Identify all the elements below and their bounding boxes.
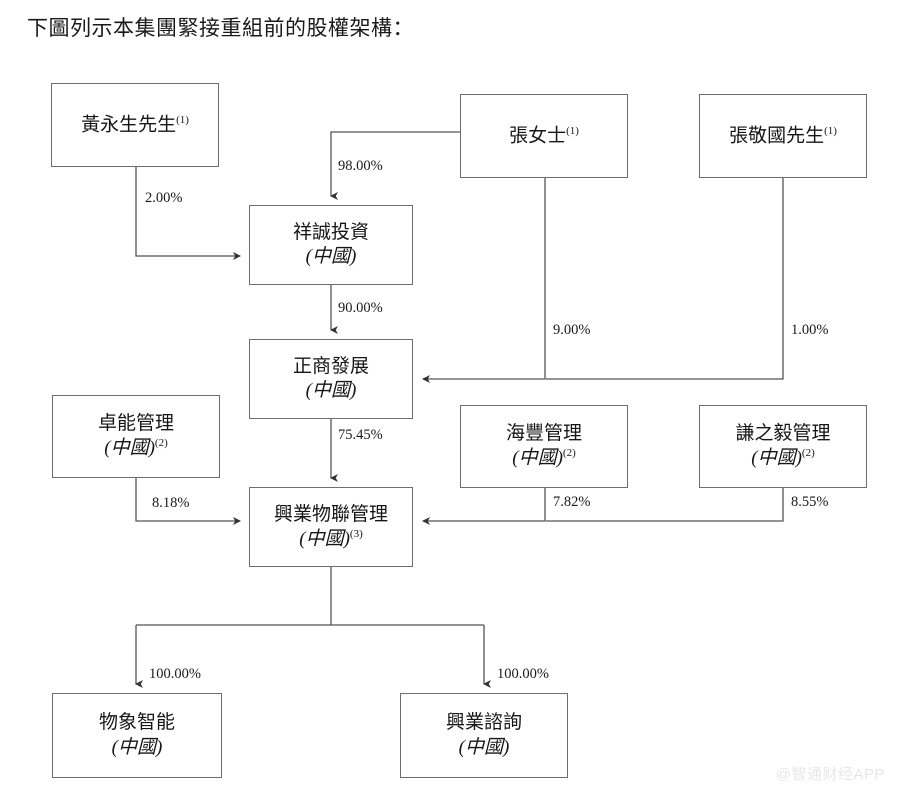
footnote-marker: (1) xyxy=(824,124,837,137)
edge-label-zhuoneng-to-xingye: 8.18% xyxy=(152,495,190,511)
connector-huang-to-xiangcheng xyxy=(135,167,241,260)
node-haifeng-management[interactable]: 海豐管理 (中國)(2) xyxy=(460,405,628,488)
edge-label-zhangms-to-zhengshang: 9.00% xyxy=(553,322,591,338)
node-sublabel: (中國) xyxy=(458,736,510,758)
connector-haifeng-to-xingye xyxy=(422,488,546,525)
node-label: 興業諮詢 xyxy=(445,712,522,734)
footnote-marker: (2) xyxy=(154,437,168,450)
node-label: 物象智能 xyxy=(98,712,175,734)
node-label: 張敬國先生(1) xyxy=(729,124,837,146)
edge-label-zhangms-to-xiangcheng: 98.00% xyxy=(338,158,383,174)
node-label: 祥誠投資 xyxy=(292,221,369,243)
node-sublabel: (中國)(3) xyxy=(299,527,363,550)
footnote-marker: (3) xyxy=(349,527,363,540)
edge-label-zhengshang-to-xingye: 75.45% xyxy=(338,427,383,443)
footnote-marker: (1) xyxy=(566,124,579,137)
node-xingye-wulian-management[interactable]: 興業物聯管理 (中國)(3) xyxy=(249,487,413,567)
edge-label-qianzhiyi-to-xingye: 8.55% xyxy=(791,494,829,510)
node-wuxiang-intelligence[interactable]: 物象智能 (中國) xyxy=(52,693,222,778)
node-zhengshang-development[interactable]: 正商發展 (中國) xyxy=(249,339,413,419)
node-huang-yongsheng[interactable]: 黃永生先生(1) xyxy=(51,83,219,167)
page-title: 下圖列示本集團緊接重組前的股權架構： xyxy=(27,16,414,40)
node-label: 黃永生先生(1) xyxy=(81,113,189,135)
node-sublabel: (中國)(2) xyxy=(751,447,815,469)
edge-label-huang-to-xiangcheng: 2.00% xyxy=(145,190,183,206)
watermark: @智通财经APP xyxy=(775,766,885,783)
edge-label-xingye-to-wuxiang: 100.00% xyxy=(149,666,201,682)
node-sublabel: (中國) xyxy=(305,380,357,401)
footnote-marker: (2) xyxy=(801,447,815,460)
footnote-marker: (2) xyxy=(562,447,576,460)
node-sublabel: (中國) xyxy=(305,246,357,267)
edge-label-zhangjg-to-zhengshang: 1.00% xyxy=(791,322,829,338)
node-xingye-consulting[interactable]: 興業諮詢 (中國) xyxy=(400,693,568,778)
node-qianzhiyi-management[interactable]: 謙之毅管理 (中國)(2) xyxy=(699,405,867,488)
edge-label-xiangcheng-to-zhengshang: 90.00% xyxy=(338,300,383,316)
node-label: 興業物聯管理 xyxy=(273,503,388,525)
node-sublabel: (中國) xyxy=(111,736,163,758)
node-sublabel: (中國)(2) xyxy=(512,447,576,469)
node-label: 謙之毅管理 xyxy=(735,423,831,445)
node-label: 海豐管理 xyxy=(505,423,582,445)
node-zhang-ms[interactable]: 張女士(1) xyxy=(460,94,628,178)
edge-label-haifeng-to-xingye: 7.82% xyxy=(553,494,591,510)
node-label: 正商發展 xyxy=(292,355,369,377)
node-sublabel: (中國)(2) xyxy=(104,437,168,459)
node-zhuoneng-management[interactable]: 卓能管理 (中國)(2) xyxy=(52,395,220,478)
node-xiangcheng-investment[interactable]: 祥誠投資 (中國) xyxy=(249,205,413,285)
edge-label-xingye-to-zixun: 100.00% xyxy=(497,666,549,682)
connector-zhangms-to-zhengshang xyxy=(422,178,546,383)
footnote-marker: (1) xyxy=(176,113,189,126)
node-zhang-jingguo[interactable]: 張敬國先生(1) xyxy=(699,94,867,178)
node-label: 卓能管理 xyxy=(97,413,174,435)
node-label: 張女士(1) xyxy=(509,124,579,146)
connector-zhangjg-to-zhengshang xyxy=(546,178,784,380)
